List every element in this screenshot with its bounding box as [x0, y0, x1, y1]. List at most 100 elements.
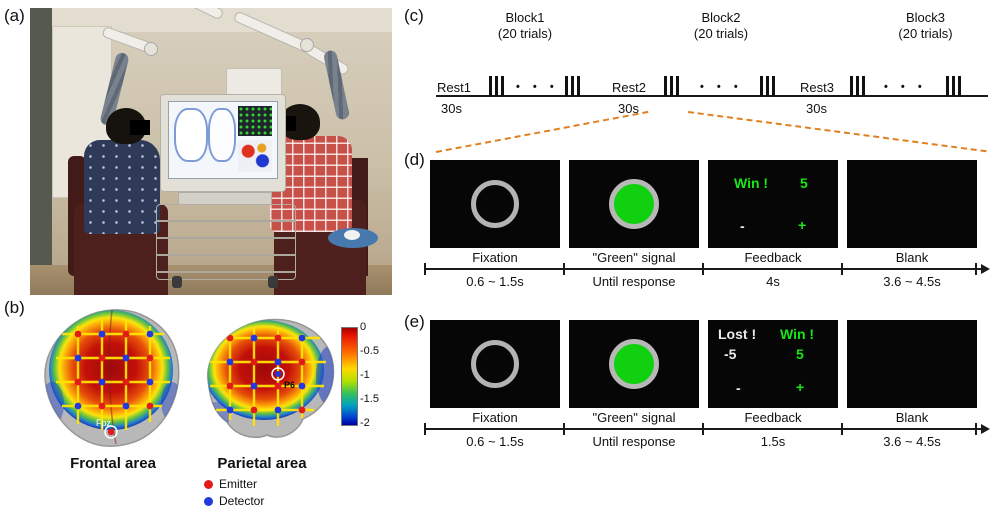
timeline-tick — [563, 423, 565, 435]
block2-label: Block2 (20 trials) — [666, 10, 776, 42]
colorbar-tick: -1.5 — [360, 393, 379, 405]
parietal-heatmap — [207, 320, 324, 420]
photo-left-participant-body — [84, 140, 160, 234]
fixation-circle — [471, 180, 519, 228]
trial-tick-group — [489, 76, 504, 96]
screen-caption: Feedback — [744, 410, 802, 425]
colorbar-tick: -2 — [360, 417, 370, 429]
screen-caption: Fixation — [472, 250, 518, 265]
timeline-tick — [975, 423, 977, 435]
rest2-duration: 30s — [618, 101, 639, 116]
photo-left-arm-joint — [144, 42, 158, 56]
photo-device-cart — [156, 204, 296, 280]
lost-value: -5 — [724, 346, 737, 362]
block-trials: (20 trials) — [898, 26, 953, 41]
timeline-tick — [424, 263, 426, 275]
go-signal-screen — [569, 320, 699, 408]
photo-right-cable-bundle — [322, 49, 351, 121]
block1-label: Block1 (20 trials) — [470, 10, 580, 42]
parietal-area-label: Parietal area — [217, 455, 307, 472]
trial-tick-group — [664, 76, 679, 96]
blank-screen — [847, 320, 977, 408]
screen-duration: 1.5s — [760, 434, 786, 449]
trial-ellipsis: • • • — [700, 81, 743, 93]
panel-c-label: (c) — [404, 6, 424, 25]
p6-marker-dot — [275, 371, 281, 377]
setup-photo — [30, 8, 392, 295]
p6-label: P6 — [284, 380, 295, 390]
blank-screen — [847, 160, 977, 248]
legend-detector: Detector — [204, 494, 264, 508]
timeline-arrowhead — [981, 264, 990, 274]
trial-tick-group — [946, 76, 961, 96]
block-name: Block3 — [905, 10, 946, 25]
block-name: Block1 — [505, 10, 545, 25]
zoom-dashed-line-right — [687, 111, 987, 153]
plus-sign: + — [798, 217, 807, 233]
photo-cart-wheel — [172, 276, 182, 288]
screen-caption: Feedback — [744, 250, 802, 265]
colorbar-tick: -0.5 — [360, 345, 379, 357]
rest1-label: Rest1 — [437, 80, 471, 95]
colorbar — [341, 327, 358, 426]
photo-screen-headmap — [174, 108, 208, 162]
photo-screen-optode-grid — [238, 106, 272, 136]
rest3-label: Rest3 — [800, 80, 834, 95]
feedback-screen-mixed: Lost ! Win ! -5 5 - + — [708, 320, 838, 408]
timeline-arrowhead — [981, 424, 990, 434]
detector-dot-icon — [204, 496, 213, 506]
legend-emitter: Emitter — [204, 477, 257, 491]
screen-duration: 3.6 ~ 4.5s — [883, 434, 941, 449]
screen-caption: "Green" signal — [592, 410, 676, 425]
photo-mouse — [344, 230, 360, 240]
timeline-tick — [702, 423, 704, 435]
win-label: Win ! — [734, 175, 769, 191]
win-value: 5 — [800, 175, 808, 191]
timeline-tick — [975, 263, 977, 275]
frontal-area-label: Frontal area — [70, 455, 156, 472]
block-trials: (20 trials) — [693, 26, 749, 41]
screen-duration: 3.6 ~ 4.5s — [883, 274, 941, 289]
screen-duration: 4s — [766, 274, 780, 289]
emitter-dot-icon — [204, 479, 213, 489]
trial-ellipsis: • • • — [516, 81, 559, 93]
fpz-marker-ring — [104, 425, 118, 439]
frontal-brain-map: Fpz — [44, 309, 180, 447]
plus-sign: + — [796, 379, 805, 395]
photo-curtain — [30, 8, 52, 295]
optode-dots — [226, 334, 306, 414]
screen-duration: 0.6 ~ 1.5s — [466, 434, 524, 449]
parietal-brain-map: P6 — [207, 318, 335, 439]
panel-a-label: (a) — [4, 6, 25, 25]
trial-ellipsis: • • • — [884, 81, 927, 93]
rest2-label: Rest2 — [612, 80, 646, 95]
screen-caption: Fixation — [472, 410, 518, 425]
minus-sign: - — [736, 380, 741, 396]
trial-tick-group — [850, 76, 865, 96]
timeline-tick — [841, 423, 843, 435]
block3-label: Block3 (20 trials) — [868, 10, 983, 42]
screen-caption: Blank — [895, 410, 929, 425]
screen-duration: 0.6 ~ 1.5s — [466, 274, 524, 289]
frontal-heatmap — [49, 310, 173, 430]
feedback-screen-win: Win ! 5 - + — [708, 160, 838, 248]
win-label: Win ! — [780, 326, 815, 342]
screen-duration: Until response — [592, 274, 676, 289]
fpz-marker-dot — [107, 428, 115, 436]
lost-label: Lost ! — [718, 326, 757, 342]
block-timeline-axis — [436, 95, 988, 97]
timeline-tick — [563, 263, 565, 275]
block-name: Block2 — [701, 10, 741, 25]
colorbar-tick: 0 — [360, 321, 367, 333]
photo-screen-activation-blobs — [238, 140, 272, 172]
go-signal-screen — [569, 160, 699, 248]
trial-tick-group — [565, 76, 580, 96]
zoom-dashed-line-left — [435, 110, 649, 153]
rest1-duration: 30s — [441, 101, 462, 116]
timeline-tick — [424, 423, 426, 435]
fixation-circle — [471, 340, 519, 388]
photo-cart-wheel — [268, 276, 278, 288]
panel-e-label: (e) — [404, 312, 425, 331]
photo-left-face-blur-box — [130, 120, 150, 135]
